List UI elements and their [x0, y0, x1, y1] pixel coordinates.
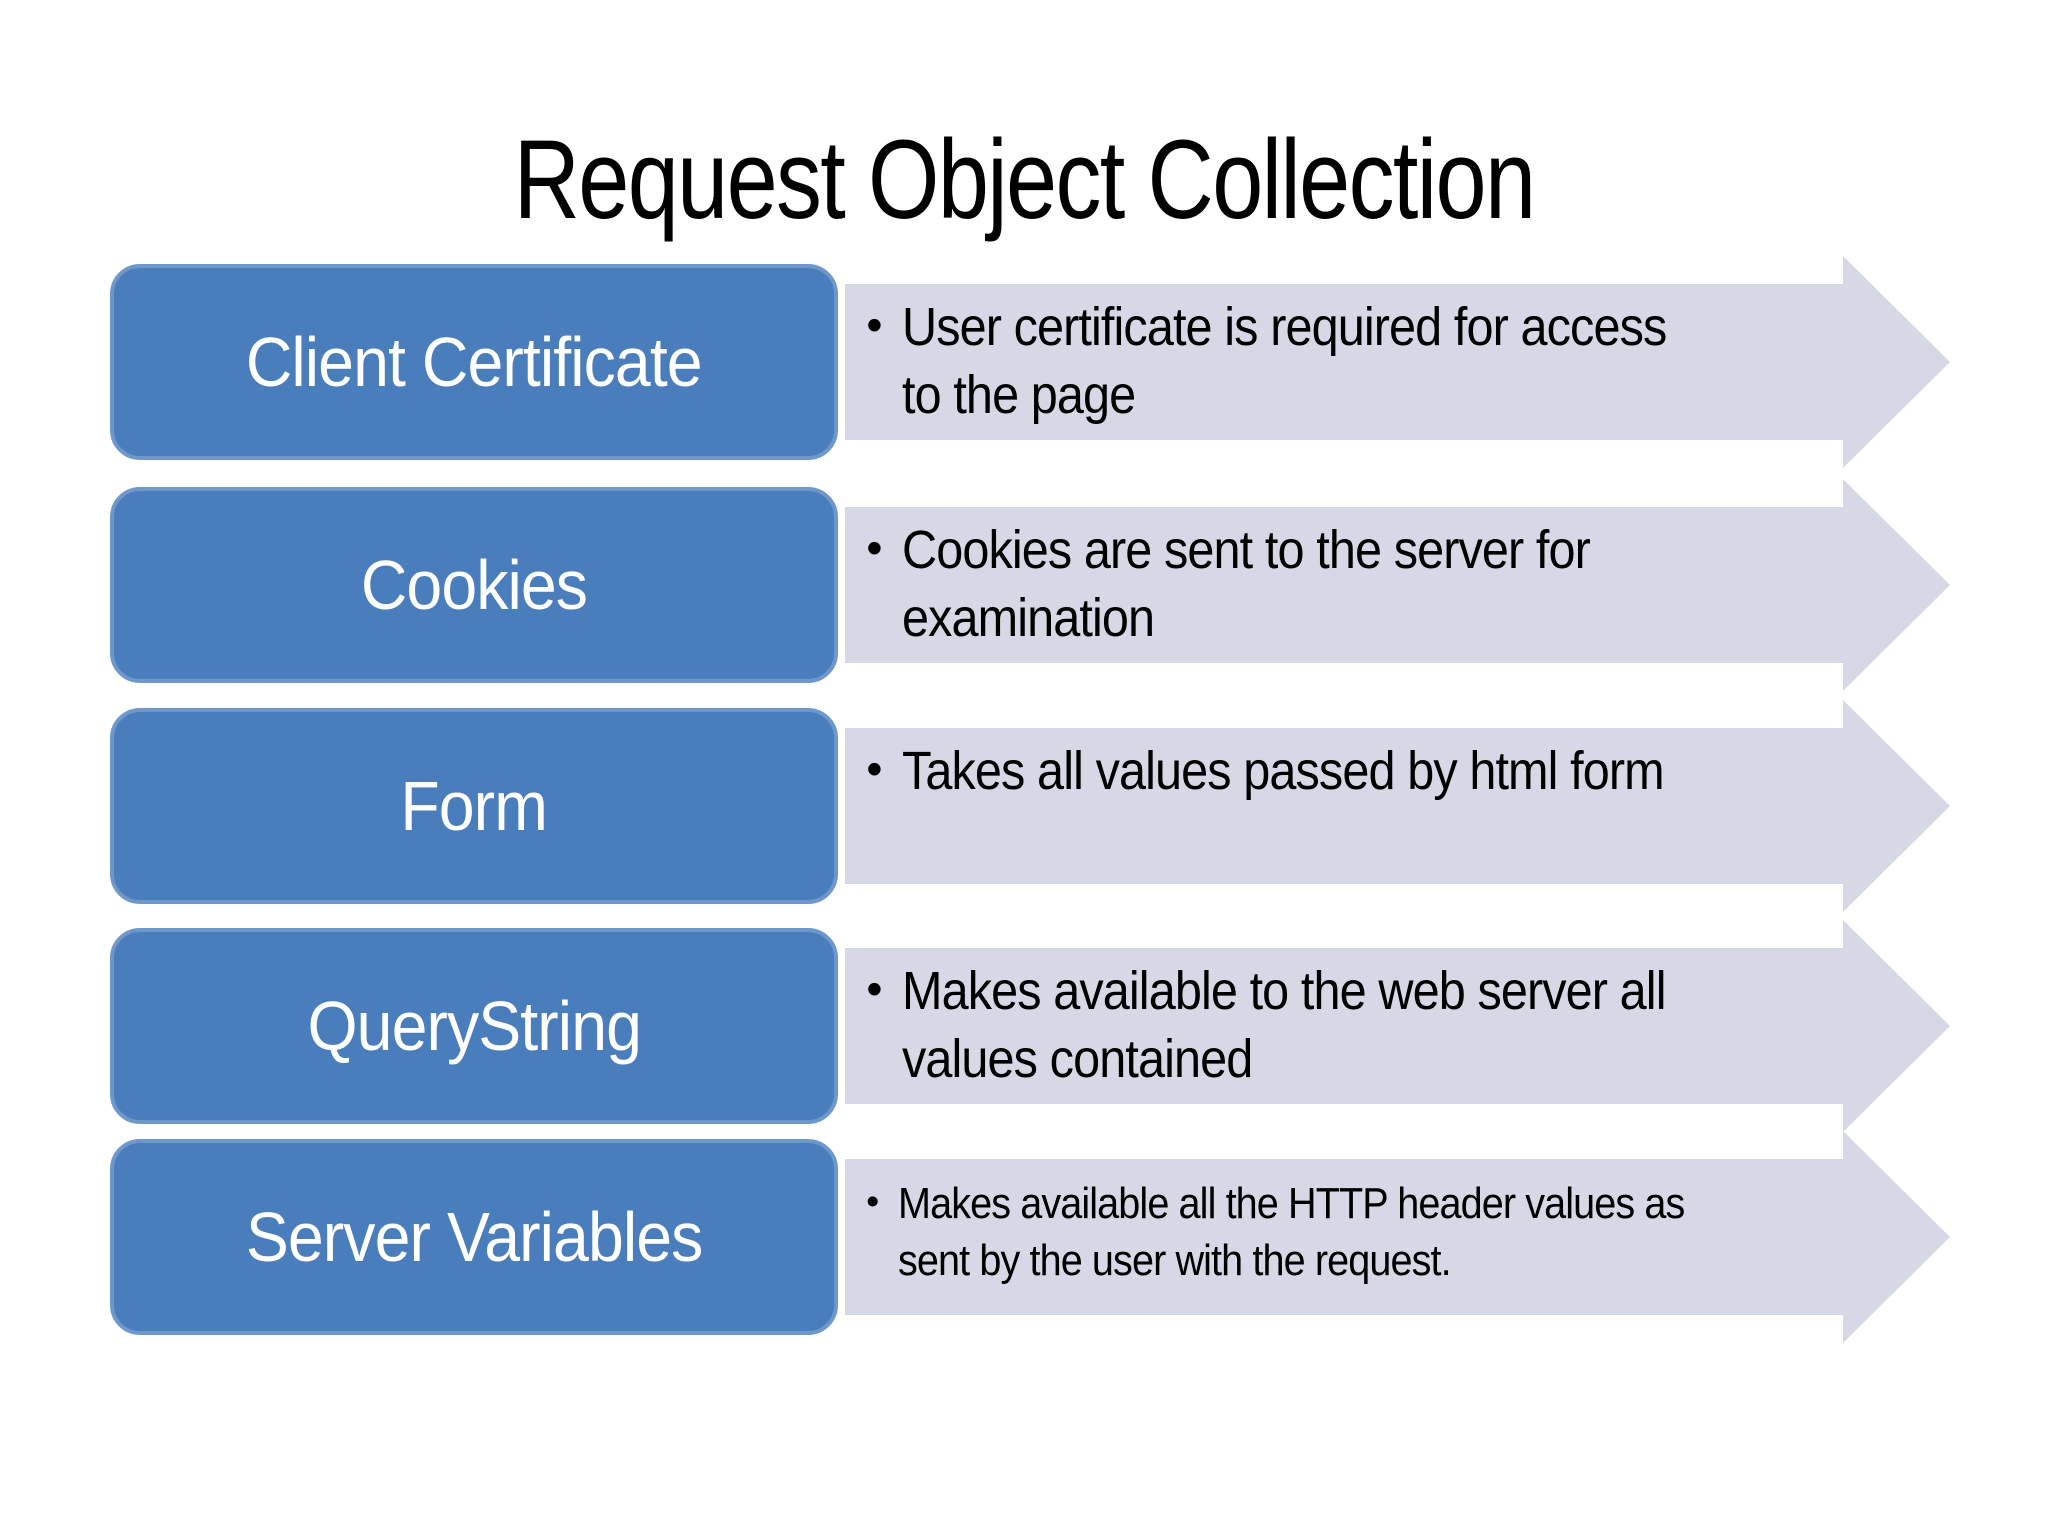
arrow-text: • User certificate is required for acces…	[865, 294, 1805, 429]
bullet-icon: •	[866, 299, 883, 351]
description-text: Makes available all the HTTP header valu…	[898, 1179, 1685, 1286]
stage-label: Form	[400, 767, 548, 845]
process-row-server-variables: Server Variables • Makes available all t…	[0, 1131, 2048, 1343]
description-text: Takes all values passed by html form	[901, 741, 1665, 801]
stage-box-cookies: Cookies	[110, 487, 838, 683]
arrow-banner: • User certificate is required for acces…	[845, 256, 1950, 468]
process-row-form: Form • Takes all values passed by html f…	[0, 700, 2048, 912]
process-row-cookies: Cookies • Cookies are sent to the server…	[0, 479, 2048, 691]
bullet-icon: •	[866, 1180, 880, 1223]
stage-box-querystring: QueryString	[110, 928, 838, 1124]
arrow-text: • Makes available all the HTTP header va…	[865, 1175, 1805, 1289]
stage-label: QueryString	[307, 987, 641, 1065]
stage-label: Cookies	[360, 546, 588, 624]
arrow-banner: • Makes available to the web server all …	[845, 920, 1950, 1132]
description-text: User certificate is required for access …	[901, 297, 1667, 425]
bullet-icon: •	[866, 522, 883, 574]
arrow-banner: • Cookies are sent to the server for exa…	[845, 479, 1950, 691]
process-row-querystring: QueryString • Makes available to the web…	[0, 920, 2048, 1132]
stage-label: Client Certificate	[246, 323, 703, 401]
description-text: Makes available to the web server all va…	[901, 961, 1666, 1089]
page-title: Request Object Collection	[513, 117, 1536, 242]
description-text: Cookies are sent to the server for exami…	[901, 520, 1591, 648]
arrow-banner: • Takes all values passed by html form	[845, 700, 1950, 912]
arrow-banner: • Makes available all the HTTP header va…	[845, 1131, 1950, 1343]
bullet-icon: •	[866, 963, 883, 1015]
stage-label: Server Variables	[245, 1198, 703, 1276]
arrow-text: • Makes available to the web server all …	[865, 958, 1805, 1093]
stage-box-server-variables: Server Variables	[110, 1139, 838, 1335]
arrow-text: • Takes all values passed by html form	[865, 738, 1805, 806]
bullet-icon: •	[866, 743, 883, 795]
process-row-client-certificate: Client Certificate • User certificate is…	[0, 256, 2048, 468]
stage-box-client-certificate: Client Certificate	[110, 264, 838, 460]
stage-box-form: Form	[110, 708, 838, 904]
arrow-text: • Cookies are sent to the server for exa…	[865, 517, 1805, 652]
